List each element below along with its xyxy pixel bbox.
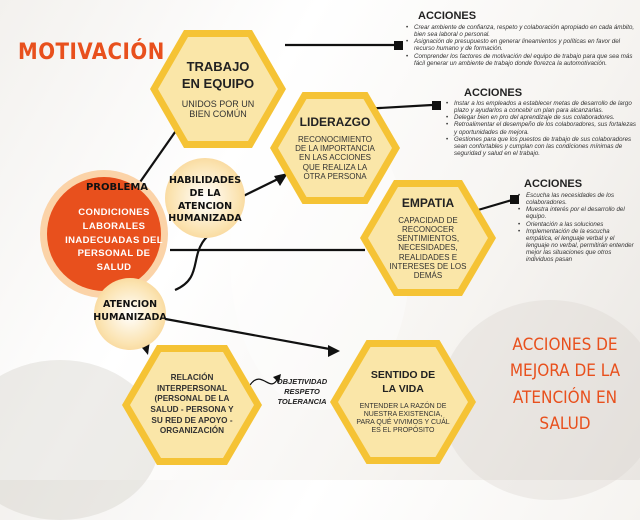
problema-label: PROBLEMA xyxy=(85,182,149,193)
connector-node xyxy=(432,101,441,110)
list-item: Comprender los factores de motivación de… xyxy=(406,53,638,67)
list-item: Escucha las necesidades de los colaborad… xyxy=(518,192,636,206)
trabajo-title: TRABAJO EN EQUIPO xyxy=(181,58,255,91)
acciones-list-3: Escucha las necesidades de los colaborad… xyxy=(518,192,636,263)
valor-item: OBJETIVIDAD xyxy=(276,377,328,386)
acciones-list-2: Instar a los empleados a establecer meta… xyxy=(446,100,638,157)
acciones-mejora-title: ACCIONES DE MEJORA DE LA ATENCIÓN EN SAL… xyxy=(500,332,630,437)
hex-relacion-inner xyxy=(130,352,254,458)
acciones-heading-2: ACCIONES xyxy=(464,87,523,99)
title-line: ATENCIÓN EN xyxy=(512,387,618,408)
list-item: Orientación a las soluciones xyxy=(518,221,636,228)
connector-node xyxy=(394,41,403,50)
list-item: Retroalimentar el desempeño de los colab… xyxy=(446,121,638,135)
valores-list: OBJETIVIDAD RESPETO TOLERANCIA xyxy=(272,377,332,407)
hex-empatia-inner xyxy=(368,187,488,289)
list-item: Crear ambiente de confianza, respeto y c… xyxy=(406,24,638,38)
title-line: SALUD xyxy=(539,414,591,435)
habilidades-circle xyxy=(165,158,245,238)
relacion-body: RELACIÓN INTERPERSONAL (PERSONAL DE LA S… xyxy=(150,373,234,436)
problema-circle-inner xyxy=(47,177,161,291)
hex-liderazgo-content: LIDERAZGO RECONOCIMIENTO DE LA IMPORTANC… xyxy=(282,104,388,192)
connector-node xyxy=(510,195,519,204)
hex-sentido-content: SENTIDO DE LA VIDA ENTENDER LA RAZÓN DE … xyxy=(344,355,462,449)
list-item: Muestra interés por el desarrollo del eq… xyxy=(518,206,636,220)
hex-trabajo-content: TRABAJO EN EQUIPO UNIDOS POR UN BIEN COM… xyxy=(162,45,274,133)
trabajo-body: UNIDOS POR UN BIEN COMÚN xyxy=(181,98,255,119)
empatia-body: CAPACIDAD DE RECONOCER SENTIMIENTOS, NEC… xyxy=(389,215,467,280)
habilidades-text: HABILIDADES DE LA ATENCION HUMANIZADA xyxy=(168,175,242,225)
atencion-text: ATENCION HUMANIZADA xyxy=(93,299,167,324)
sentido-body: ENTENDER LA RAZÓN DE NUESTRA EXISTENCIA,… xyxy=(356,402,450,434)
acciones-list-1: Crear ambiente de confianza, respeto y c… xyxy=(406,24,638,67)
liderazgo-title: LIDERAZGO xyxy=(299,115,371,130)
acciones-heading-3: ACCIONES xyxy=(524,178,583,190)
valor-item: TOLERANCIA xyxy=(277,397,327,407)
list-item: Instar a los empleados a establecer meta… xyxy=(446,100,638,114)
page-title: MOTIVACIÓN xyxy=(18,40,165,65)
liderazgo-body: RECONOCIMIENTO DE LA IMPORTANCIA EN LAS … xyxy=(295,135,375,181)
valor-item: RESPETO xyxy=(284,387,320,397)
list-item: Implementación de la escucha empática, e… xyxy=(518,228,636,264)
hex-relacion-content: RELACIÓN INTERPERSONAL (PERSONAL DE LA S… xyxy=(140,358,244,452)
empatia-title: EMPATIA xyxy=(401,195,455,210)
list-item: Gestiones para que los puestos de trabaj… xyxy=(446,136,638,157)
hex-empatia-content: EMPATIA CAPACIDAD DE RECONOCER SENTIMIEN… xyxy=(374,192,482,284)
title-line: ACCIONES DE xyxy=(512,335,618,355)
list-item: Asignación de presupuesto en generar lin… xyxy=(406,38,638,52)
sentido-title: SENTIDO DE LA VIDA xyxy=(370,369,436,395)
problema-text: CONDICIONES LABORALES INADECUADAS DEL PE… xyxy=(65,207,163,274)
acciones-heading-1: ACCIONES xyxy=(418,10,477,22)
atencion-circle xyxy=(94,278,166,350)
title-line: MEJORA DE LA xyxy=(509,361,621,382)
list-item: Delegar bien en pro del aprendizaje de s… xyxy=(446,114,638,121)
